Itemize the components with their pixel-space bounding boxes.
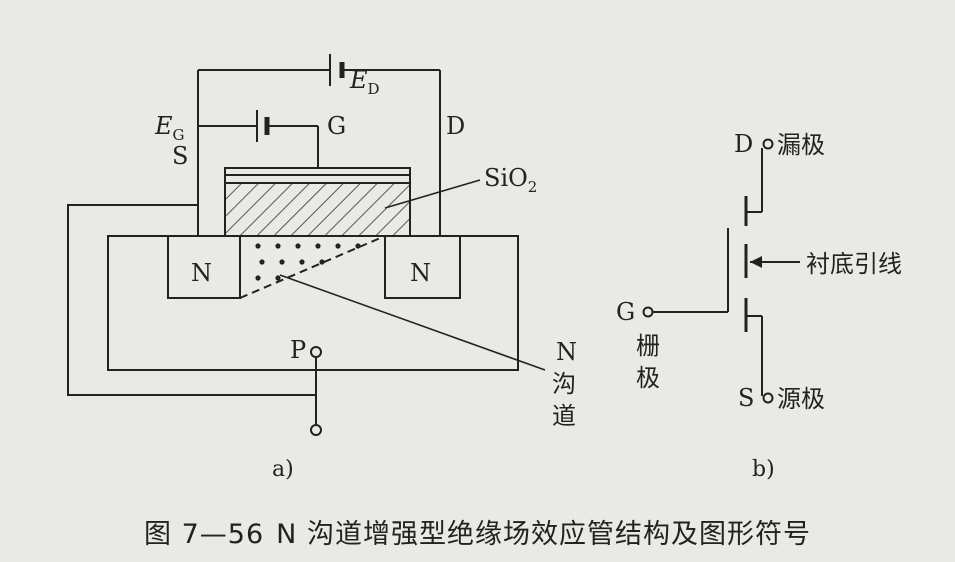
battery-eg [256,110,270,142]
label-b-d: D [734,130,753,158]
label-n-left: N [191,259,212,287]
label-g: G [327,112,346,140]
label-channel-n: N [556,338,577,366]
substrate-terminal [310,424,322,436]
electron-dots [255,243,361,281]
figure-b-symbol [652,148,800,396]
substrate-arrow-head [750,256,762,268]
sio2-layer [224,182,411,237]
label-b-g: G [616,298,635,326]
caption-number: 图 7—56 [144,519,265,550]
label-d: D [446,112,465,140]
caption-title: N 沟道增强型绝缘场效应管结构及图形符号 [276,519,811,550]
label-n-right: N [410,259,431,287]
label-channel-1: 沟 [552,370,576,398]
n-region-left [167,235,241,299]
figure-caption: 图 7—56 N 沟道增强型绝缘场效应管结构及图形符号 [0,512,955,551]
substrate-loop [67,204,317,396]
label-s: S [172,142,188,170]
gate-terminal [642,306,654,318]
figure-a-structure [67,69,546,425]
label-channel-2: 道 [552,402,576,430]
channel-leader [279,274,546,371]
channel-boundary [239,235,386,299]
label-source: 源极 [777,385,825,413]
label-substrate: 衬底引线 [806,250,902,278]
sublabel-b: b) [752,457,775,482]
battery-ed [329,54,345,86]
label-drain: 漏极 [777,131,825,159]
n-region-right [384,235,461,299]
sublabel-a: a) [272,457,294,482]
label-ed: ED [349,66,380,98]
sio2-leader [384,179,481,209]
label-gate-2: 极 [636,364,660,392]
drain-terminal [762,138,774,150]
label-b-s: S [738,384,754,412]
label-gate-1: 栅 [636,332,660,360]
label-sio2: SiO2 [484,164,537,196]
diagram-svg: ED EG G D S SiO2 N N P N 沟 道 a) D 漏极 衬底引… [67,54,902,482]
label-eg: EG [154,112,185,144]
p-terminal [310,346,322,358]
label-p: P [290,336,306,364]
source-terminal [762,392,774,404]
